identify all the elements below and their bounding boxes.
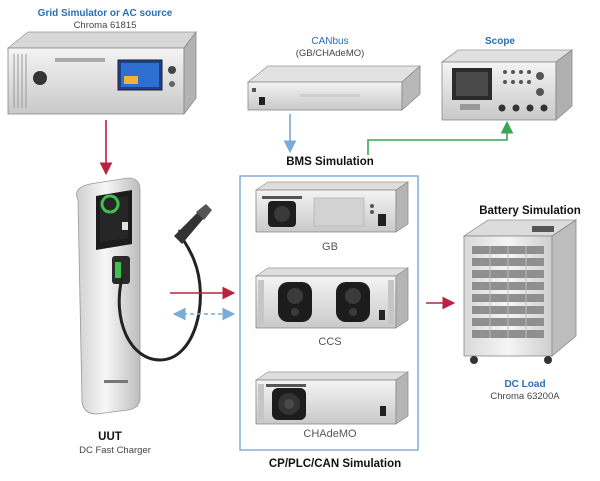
- grid-source-title: Grid Simulator or AC source: [37, 8, 173, 19]
- battery-simulation-title: Battery Simulation: [479, 205, 581, 217]
- uut-subtitle: DC Fast Charger: [79, 445, 151, 456]
- grid-simulator-device: [6, 30, 197, 116]
- simulation-box: [239, 175, 419, 451]
- chademo-module: [254, 371, 410, 425]
- canbus-subtitle: (GB/CHAdeMO): [295, 48, 365, 59]
- bms-simulation-title: BMS Simulation: [286, 156, 374, 168]
- scope-device: [440, 49, 574, 121]
- gb-module: [254, 181, 410, 233]
- uut-title: UUT: [98, 431, 122, 443]
- dc-load-title: DC Load: [504, 379, 546, 390]
- scope-title: Scope: [484, 36, 515, 47]
- module-gb-label: GB: [322, 241, 338, 253]
- bms-to-scope-arrow: [367, 120, 514, 155]
- module-ccs-label: CCS: [318, 336, 342, 348]
- grid-source-model: Chroma 61815: [73, 20, 137, 31]
- cp-plc-can-simulation-title: CP/PLC/CAN Simulation: [268, 458, 402, 470]
- dc-load-device: [462, 219, 578, 364]
- dc-load-model: Chroma 63200A: [490, 391, 560, 402]
- canbus-device: [246, 65, 422, 111]
- canbus-title: CANbus: [311, 36, 349, 47]
- ccs-module: [254, 267, 410, 329]
- module-chademo-label: CHAdeMO: [303, 428, 357, 440]
- dc-fast-charger-device: [76, 177, 212, 415]
